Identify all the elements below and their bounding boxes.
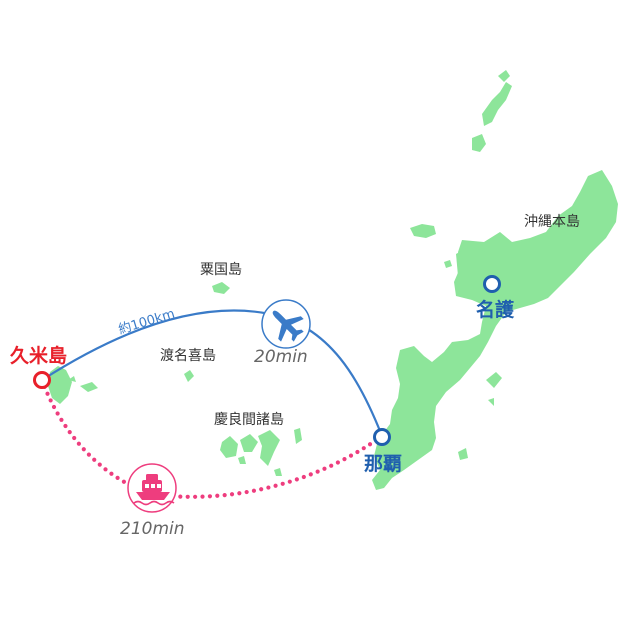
air-route-line [41, 309, 384, 437]
nago-label: 名護 [476, 298, 515, 321]
ship-icon [127, 463, 177, 513]
awaguni-label: 粟国島 [200, 262, 242, 278]
east-islet-b [458, 448, 468, 460]
kumejima-port-marker [33, 371, 51, 389]
east-islet-c [488, 398, 494, 406]
sea-route-dotted-line [39, 377, 385, 499]
iheya-island [482, 82, 512, 126]
naha-label: 那覇 [364, 453, 402, 475]
kerama-island-c [258, 430, 280, 466]
kumejima-islet-a [80, 382, 98, 392]
okinawa-main-island [372, 170, 618, 490]
nago-marker [483, 275, 501, 293]
izena-island [472, 134, 486, 152]
kumejima-islet-b [68, 376, 76, 382]
north-islet-a [498, 70, 510, 82]
tonaki-label: 渡名喜島 [160, 348, 216, 364]
awaguni-island [212, 282, 230, 294]
kerama-label: 慶良間諸島 [214, 412, 284, 428]
naha-port-marker [373, 428, 391, 446]
kerama-island-a [220, 436, 238, 458]
airplane-icon [261, 299, 311, 349]
distance-label: 約100km [117, 307, 177, 338]
kerama-island-f [274, 468, 282, 476]
sea-time-label: 210min [120, 519, 185, 539]
kerama-island-d [294, 428, 302, 444]
kerama-island-e [238, 456, 246, 464]
kumejima-label: 久米島 [10, 344, 67, 367]
land-layer [48, 70, 618, 490]
motobu-peninsula [456, 246, 494, 286]
kumejima-island [48, 366, 72, 404]
air-time-label: 20min [254, 347, 308, 367]
iejima [410, 224, 436, 238]
east-islet-a [486, 372, 502, 388]
tonaki-island [184, 370, 194, 382]
minna-islet [444, 260, 452, 268]
kerama-island-b [240, 434, 258, 452]
okinawa-main-label: 沖縄本島 [524, 214, 580, 230]
